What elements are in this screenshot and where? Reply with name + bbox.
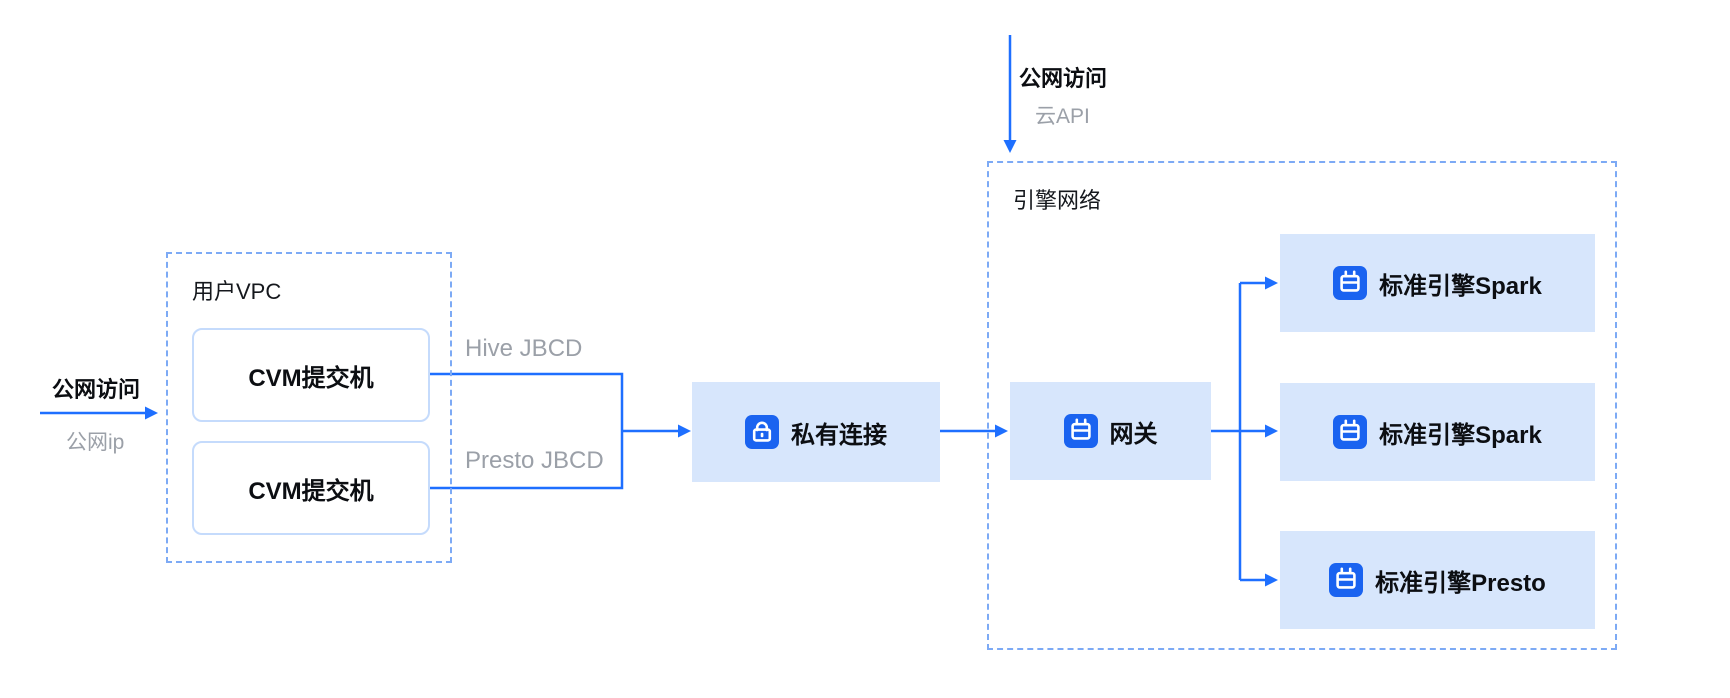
gateway-icon: [1063, 414, 1098, 448]
cvm-node-1: CVM提交机: [192, 328, 430, 422]
gateway-node: 网关: [1010, 382, 1211, 480]
arrowhead-public-ip: [145, 406, 158, 420]
top-entry-subtitle: 云API: [1035, 105, 1090, 128]
engine-label: 标准引擎Spark: [1379, 272, 1542, 300]
top-entry-title: 公网访问: [1019, 66, 1108, 91]
engine-label: 标准引擎Spark: [1379, 421, 1542, 449]
edge-label-hive: Hive JBCD: [465, 335, 583, 362]
left-entry-subtitle: 公网ip: [66, 431, 125, 454]
private-link-label: 私有连接: [791, 421, 887, 449]
gateway-label: 网关: [1109, 420, 1158, 448]
engine-icon: [1329, 563, 1364, 597]
engine-network-label: 引擎网络: [1013, 188, 1102, 213]
engine-label: 标准引擎Presto: [1375, 569, 1546, 597]
lock-icon: [745, 415, 779, 449]
edge-label-presto: Presto JBCD: [465, 447, 604, 474]
engine-icon: [1333, 266, 1368, 300]
cvm-node-2: CVM提交机: [192, 441, 430, 535]
arrowhead-private-link: [678, 424, 691, 438]
arrowhead-cloud-api: [1003, 140, 1017, 153]
user-vpc-label: 用户VPC: [192, 279, 282, 304]
engine-node-spark-1: 标准引擎Spark: [1280, 234, 1595, 332]
private-link-node: 私有连接: [692, 382, 940, 482]
engine-node-spark-2: 标准引擎Spark: [1280, 383, 1595, 481]
engine-node-presto: 标准引擎Presto: [1280, 531, 1595, 629]
user-vpc-group: 用户VPC: [166, 252, 452, 563]
engine-network-group: 引擎网络: [987, 161, 1617, 650]
engine-icon: [1333, 415, 1368, 449]
left-entry-title: 公网访问: [52, 377, 141, 402]
